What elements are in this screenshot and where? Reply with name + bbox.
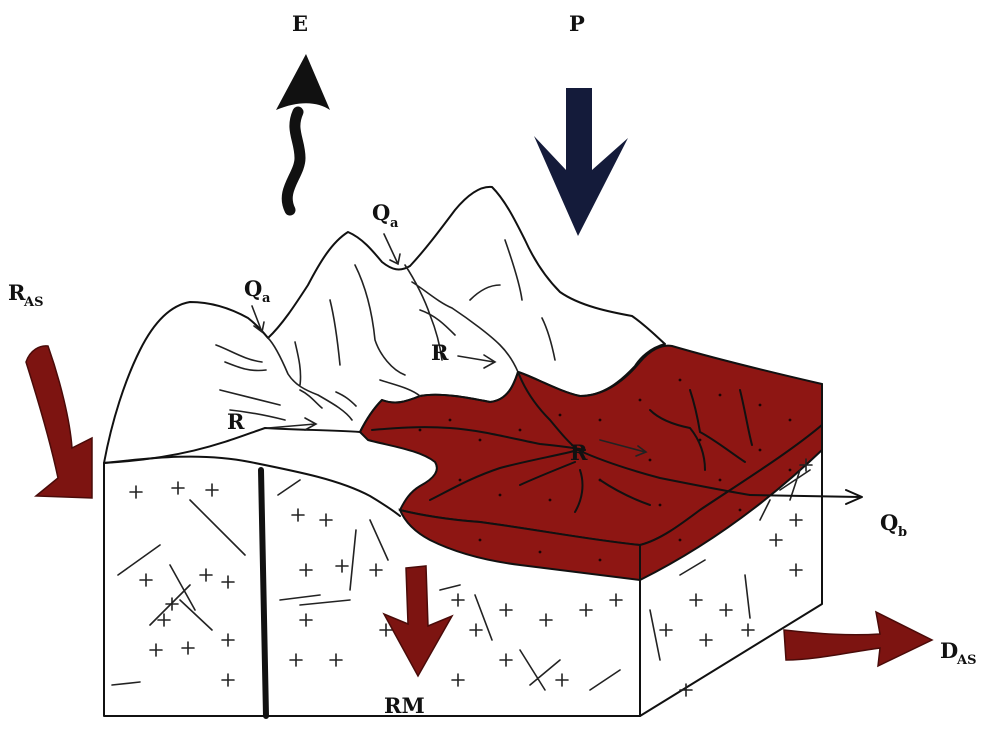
- fault-line: [261, 470, 266, 716]
- label-rm: RM: [384, 693, 425, 718]
- block-top-edge: [104, 457, 400, 516]
- label-qb-sub: b: [898, 525, 907, 540]
- label-qa-left-sub: a: [262, 291, 271, 306]
- evaporation-wavy-arrow-icon: [276, 54, 330, 210]
- dust-output-arrow-icon: [784, 612, 932, 666]
- label-p: P: [569, 11, 585, 36]
- label-qa-top: Q: [372, 200, 390, 225]
- label-qb: Q: [880, 510, 898, 535]
- qa-top-pointer: [384, 234, 400, 264]
- r-mid-arrow: [458, 355, 495, 368]
- regolith-layer: [360, 346, 822, 580]
- label-r-center: R: [570, 440, 588, 465]
- label-qa-top-sub: a: [390, 216, 399, 231]
- atmospheric-input-arrow-icon: [26, 346, 92, 498]
- label-e: E: [292, 11, 308, 36]
- rock-mass-arrow-icon: [384, 566, 452, 676]
- label-das-sub: AS: [956, 653, 976, 668]
- mountain-ridge-lines: [216, 240, 555, 420]
- labels: E P R AS Q a Q a R R R Q b RM D AS: [8, 11, 976, 718]
- label-r-left: R: [227, 409, 245, 434]
- label-r-mid: R: [431, 340, 449, 365]
- label-qa-left: Q: [244, 276, 262, 301]
- label-das: D: [940, 638, 958, 663]
- qa-left-pointer: [252, 306, 264, 332]
- precipitation-arrow-icon: [534, 88, 628, 236]
- label-ras-sub: AS: [23, 295, 43, 310]
